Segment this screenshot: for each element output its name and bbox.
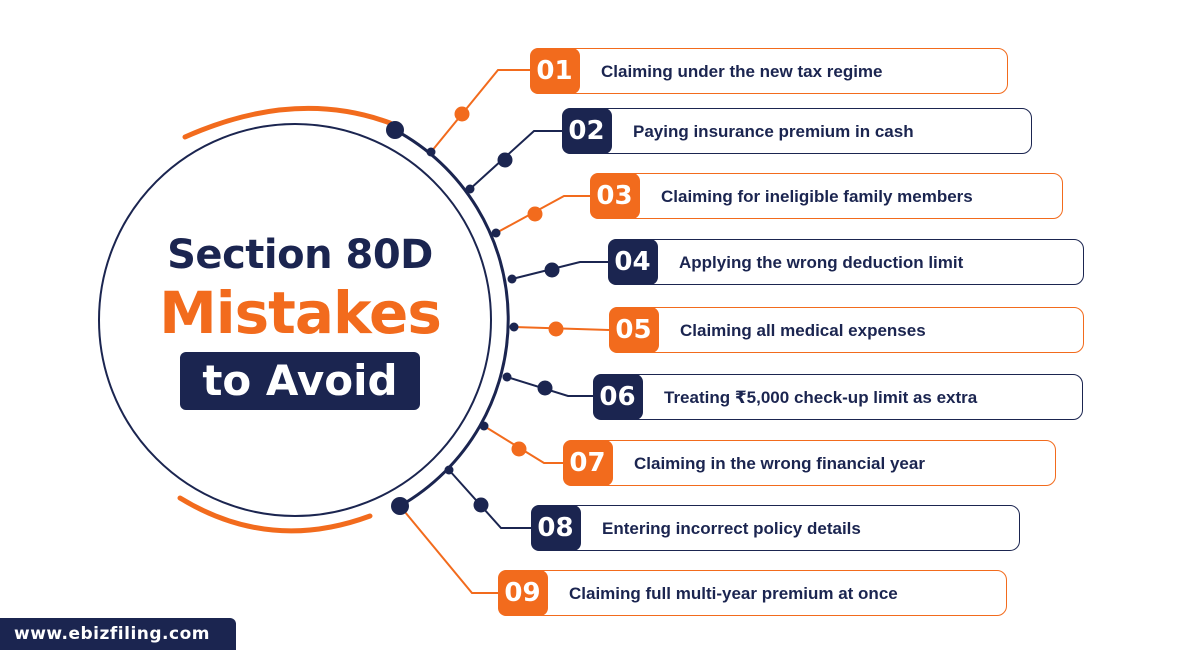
arc-node-dot — [502, 372, 512, 382]
mistake-item-07: 07 Claiming in the wrong financial year — [562, 439, 1056, 486]
mistake-label: Claiming full multi-year premium at once — [569, 584, 898, 603]
arc-node-dot — [507, 274, 517, 284]
connector-dot — [537, 380, 553, 396]
mistake-number: 02 — [561, 107, 612, 154]
mistake-number: 07 — [562, 439, 613, 486]
title-line-3: to Avoid — [180, 352, 420, 410]
connector-line — [506, 376, 593, 397]
mistake-label: Claiming for ineligible family members — [661, 187, 973, 206]
mistake-item-04: 04 Applying the wrong deduction limit — [607, 238, 1084, 285]
mistake-label: Claiming all medical expenses — [680, 321, 926, 340]
connector-line — [469, 130, 562, 190]
connector-line — [483, 425, 563, 464]
bottom-accent-arc — [177, 495, 373, 534]
connector-line — [430, 69, 530, 153]
mistake-item-03: 03 Claiming for ineligible family member… — [589, 172, 1063, 219]
connector-dot — [548, 321, 564, 337]
connector-arc — [394, 128, 510, 508]
mistake-label: Claiming under the new tax regime — [601, 62, 883, 81]
mistake-number: 09 — [497, 569, 548, 616]
arc-node-dot — [391, 497, 409, 515]
mistake-label: Claiming in the wrong financial year — [634, 454, 925, 473]
arc-end-dot — [386, 121, 404, 139]
connector-dot — [544, 262, 560, 278]
connector-dot — [527, 206, 543, 222]
mistake-item-09: 09 Claiming full multi-year premium at o… — [497, 569, 1007, 616]
connector-dot — [454, 106, 470, 122]
arc-node-dot — [465, 184, 475, 194]
mistake-label: Treating ₹5,000 check-up limit as extra — [664, 388, 978, 407]
arc-node-dot — [444, 465, 454, 475]
mistake-item-01: 01 Claiming under the new tax regime — [529, 47, 1008, 94]
mistake-item-06: 06 Treating ₹5,000 check-up limit as ext… — [592, 373, 1083, 420]
mistake-item-08: 08 Entering incorrect policy details — [530, 504, 1020, 551]
top-accent-arc — [182, 105, 393, 140]
mistake-number: 05 — [608, 306, 659, 353]
connector-line — [511, 261, 608, 280]
title-line-2: Mistakes — [159, 279, 442, 347]
mistake-label: Entering incorrect policy details — [602, 519, 861, 538]
arc-node-dot — [509, 322, 519, 332]
mistake-label: Applying the wrong deduction limit — [679, 253, 964, 272]
arc-node-dot — [426, 147, 436, 157]
connector-line — [448, 469, 531, 529]
mistake-number: 01 — [529, 47, 580, 94]
title-line-1: Section 80D — [167, 232, 433, 278]
connector-line — [495, 195, 590, 234]
title-block: Section 80D Mistakes to Avoid — [100, 230, 500, 410]
connector-dot — [497, 152, 513, 168]
connector-dot — [473, 497, 489, 513]
mistake-label: Paying insurance premium in cash — [633, 122, 914, 141]
mistake-number: 06 — [592, 373, 643, 420]
connector-dot — [511, 441, 527, 457]
connector-line — [399, 505, 498, 594]
arc-node-dot — [479, 421, 489, 431]
mistake-item-02: 02 Paying insurance premium in cash — [561, 107, 1032, 154]
mistake-number: 08 — [530, 504, 581, 551]
arc-node-dot — [491, 228, 501, 238]
website-url: www.ebizfiling.com — [0, 618, 236, 650]
mistake-number: 04 — [607, 238, 658, 285]
mistake-item-05: 05 Claiming all medical expenses — [608, 306, 1084, 353]
connector-lines — [386, 69, 610, 594]
title-circle — [98, 123, 492, 517]
title-line-3-wrap: to Avoid — [100, 352, 500, 410]
mistake-number: 03 — [589, 172, 640, 219]
